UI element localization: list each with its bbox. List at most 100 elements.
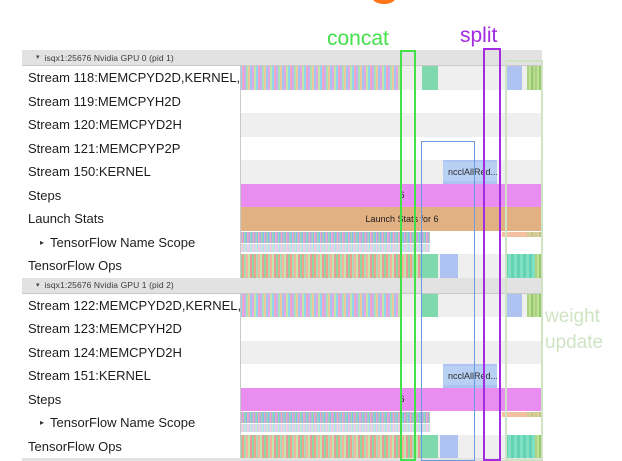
- row-label[interactable]: Stream 118:MEMCPYD2D,KERNEL,ME: [22, 66, 240, 90]
- chevron-down-icon[interactable]: ▾: [36, 281, 40, 289]
- label-track-divider: [240, 230, 241, 254]
- timeline-bar[interactable]: [422, 293, 438, 317]
- chevron-down-icon[interactable]: ▾: [36, 54, 40, 61]
- chevron-right-icon[interactable]: ▸: [40, 237, 45, 247]
- timeline-bar[interactable]: [527, 66, 542, 90]
- row-label[interactable]: Stream 120:MEMCPYD2H: [22, 113, 240, 137]
- nccl-allreduce-bar[interactable]: ncclAllRed...: [443, 366, 497, 385]
- timeline-bar[interactable]: [422, 434, 438, 458]
- row-label-text: Stream 124:MEMCPYD2H: [28, 344, 182, 360]
- timeline-track[interactable]: 6: [240, 387, 542, 411]
- timeline-bar[interactable]: [505, 254, 535, 278]
- timeline-track[interactable]: [240, 411, 542, 435]
- timeline-bar[interactable]: [440, 434, 458, 458]
- timeline-track[interactable]: [240, 66, 542, 90]
- row-label-text: Stream 121:MEMCPYP2P: [28, 140, 181, 156]
- row-label[interactable]: Launch Stats: [22, 207, 240, 231]
- timeline-row[interactable]: Stream 118:MEMCPYD2D,KERNEL,ME: [22, 66, 542, 90]
- timeline-bar[interactable]: [527, 231, 542, 237]
- timeline-row[interactable]: ▸ TensorFlow Name Scope: [22, 230, 542, 255]
- row-label-background: [22, 113, 240, 137]
- timeline-track[interactable]: Launch Stats for 6: [240, 207, 542, 231]
- timeline-row[interactable]: Stream 122:MEMCPYD2D,KERNEL,MI: [22, 293, 542, 318]
- timeline-track[interactable]: ncclAllRed...: [240, 364, 542, 388]
- row-label[interactable]: Stream 124:MEMCPYD2H: [22, 341, 240, 365]
- timeline-row[interactable]: Stream 150:KERNEL ncclAllRed...: [22, 160, 542, 184]
- timeline-bar[interactable]: [505, 293, 522, 317]
- annotation-weight-line1: weight: [545, 306, 600, 327]
- timeline-bar[interactable]: [240, 231, 430, 243]
- steps-bar[interactable]: [240, 183, 542, 207]
- timeline-bar[interactable]: [422, 66, 438, 90]
- timeline-bar[interactable]: [422, 254, 438, 278]
- timeline-bar[interactable]: [527, 412, 542, 417]
- row-label[interactable]: Stream 151:KERNEL: [22, 364, 240, 388]
- timeline-bar[interactable]: [240, 434, 422, 458]
- row-label[interactable]: ▸ TensorFlow Name Scope: [22, 411, 240, 435]
- group-header-1[interactable]: ▾isqx1:25676 Nvidia GPU 1 (pid 2): [22, 277, 542, 294]
- timeline-bar[interactable]: [240, 243, 430, 252]
- timeline-bar[interactable]: [240, 66, 400, 90]
- launch-stats-bar[interactable]: [240, 207, 542, 231]
- timeline-bar[interactable]: [240, 412, 430, 423]
- timeline-bar[interactable]: [240, 293, 400, 317]
- group-header-0[interactable]: ▾ isqx1:25676 Nvidia GPU 0 (pid 1): [22, 50, 542, 66]
- row-label-text: Stream 119:MEMCPYH2D: [28, 93, 181, 109]
- timeline-track[interactable]: [240, 137, 542, 161]
- timeline-bar[interactable]: [502, 412, 542, 417]
- chevron-right-icon[interactable]: ▸: [40, 418, 45, 428]
- timeline-track[interactable]: [240, 113, 542, 137]
- timeline-bar[interactable]: [240, 424, 430, 432]
- row-label[interactable]: TensorFlow Ops: [22, 254, 240, 278]
- timeline-bar[interactable]: [535, 254, 542, 278]
- row-label-text: TensorFlow Name Scope: [50, 234, 196, 250]
- timeline-row[interactable]: Stream 119:MEMCPYH2D: [22, 89, 542, 114]
- timeline-bar[interactable]: [535, 434, 542, 458]
- timeline-track[interactable]: [240, 317, 542, 341]
- timeline-track[interactable]: [240, 434, 542, 458]
- steps-bar[interactable]: [240, 387, 542, 411]
- timeline-row[interactable]: TensorFlow Ops: [22, 434, 542, 459]
- timeline-bar[interactable]: [240, 254, 422, 278]
- timeline-bar[interactable]: [505, 66, 522, 90]
- timeline-bar[interactable]: [505, 434, 535, 458]
- timeline-row[interactable]: Stream 120:MEMCPYD2H: [22, 113, 542, 137]
- row-label[interactable]: Steps: [22, 184, 240, 208]
- group-header-label: isqx1:25676 Nvidia GPU 0 (pid 1): [44, 52, 174, 63]
- row-label[interactable]: Stream 121:MEMCPYP2P: [22, 137, 240, 161]
- nccl-allreduce-bar[interactable]: ncclAllRed...: [443, 162, 497, 181]
- timeline-row[interactable]: Stream 123:MEMCPYH2D: [22, 317, 542, 341]
- row-label[interactable]: ▸ TensorFlow Name Scope: [22, 231, 240, 255]
- trace-viewer-panel[interactable]: ▾ isqx1:25676 Nvidia GPU 0 (pid 1) Stream …: [22, 50, 542, 461]
- timeline-row[interactable]: Stream 151:KERNEL ncclAllRed...: [22, 364, 542, 388]
- row-label[interactable]: TensorFlow Ops: [22, 435, 240, 459]
- timeline-row[interactable]: TensorFlow Ops: [22, 254, 542, 278]
- row-label[interactable]: Stream 150:KERNEL: [22, 160, 240, 184]
- timeline-track[interactable]: 6: [240, 183, 542, 207]
- row-label-text: TensorFlow Ops: [28, 258, 122, 274]
- timeline-track[interactable]: [240, 90, 542, 114]
- timeline-row[interactable]: Stream 124:MEMCPYD2H: [22, 340, 542, 365]
- timeline-track[interactable]: [240, 341, 542, 365]
- label-track-divider: [240, 160, 241, 184]
- row-label[interactable]: Stream 119:MEMCPYH2D: [22, 90, 240, 114]
- row-label[interactable]: Stream 123:MEMCPYH2D: [22, 317, 240, 341]
- label-track-divider: [240, 207, 241, 231]
- label-track-divider: [240, 183, 241, 207]
- timeline-bar[interactable]: [440, 254, 458, 278]
- timeline-track[interactable]: [240, 254, 542, 278]
- row-label-text: TensorFlow Name Scope: [50, 415, 196, 431]
- timeline-bar[interactable]: [527, 293, 542, 317]
- row-label[interactable]: Steps: [22, 388, 240, 412]
- timeline-row[interactable]: Stream 121:MEMCPYP2P: [22, 136, 542, 161]
- timeline-track[interactable]: [240, 293, 542, 317]
- timeline-bar[interactable]: [502, 231, 542, 237]
- timeline-track[interactable]: [240, 231, 542, 255]
- label-track-divider: [240, 89, 241, 113]
- timeline-track[interactable]: ncclAllRed...: [240, 160, 542, 184]
- row-label[interactable]: Stream 122:MEMCPYD2D,KERNEL,MI: [22, 294, 240, 318]
- timeline-row[interactable]: ▸ TensorFlow Name Scope: [22, 411, 542, 435]
